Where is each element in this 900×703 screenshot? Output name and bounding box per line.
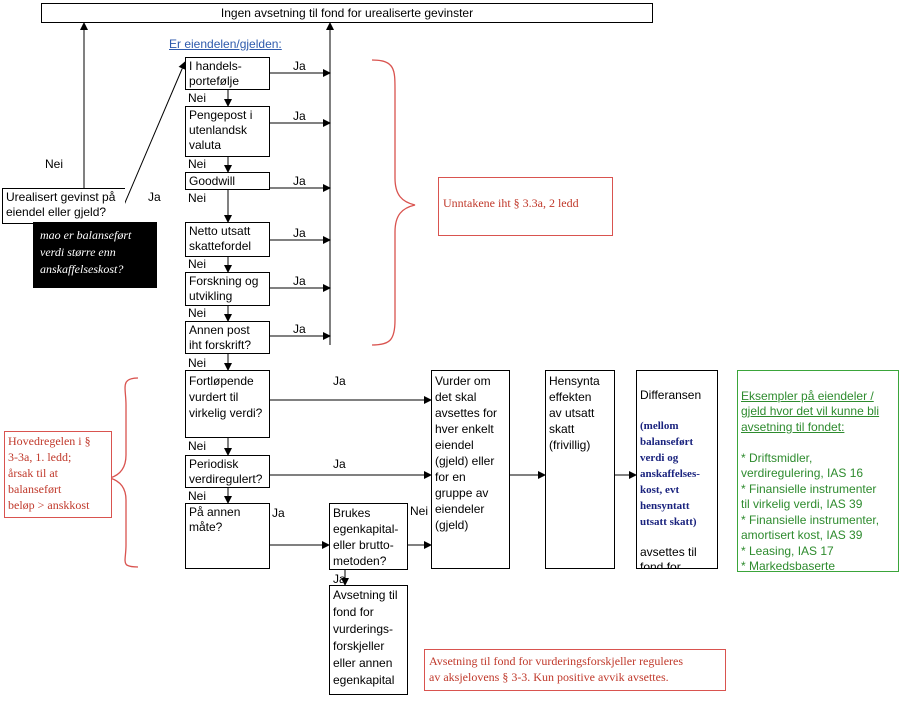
- nei-label: Nei: [188, 257, 207, 271]
- rule-fair-value: Fortløpende vurdert til virkelig verdi?: [185, 370, 270, 438]
- start-question-box: Urealisert gevinst på eiendel eller gjel…: [2, 188, 125, 224]
- exception-goodwill: Goodwill: [185, 172, 270, 190]
- rule-other-way: På annen måte?: [185, 503, 270, 569]
- rule-nei-label: Nei: [188, 489, 207, 503]
- difference-box: Differansen (mellom balanseført verdi og…: [636, 370, 718, 569]
- difference-heading: Differansen: [640, 388, 702, 402]
- nei-label: Nei: [188, 91, 207, 105]
- examples-list: * Driftsmidler, verdiregulering, IAS 16 …: [741, 450, 880, 572]
- assess-box: Vurder om det skal avsettes for hver enk…: [431, 370, 510, 569]
- nei-label: Nei: [188, 191, 207, 205]
- main-rule-brace: [107, 377, 139, 568]
- ja-label: Ja: [293, 322, 306, 336]
- exception-trading-portfolio: I handels- portefølje: [185, 57, 270, 90]
- difference-highlight: (mellom balanseført verdi og anskaffelse…: [640, 420, 700, 528]
- note-box: mao er balanseført verdi større enn ansk…: [33, 222, 157, 288]
- examples-heading: Eksempler på eiendeler / gjeld hvor det …: [741, 388, 880, 434]
- nei-label: Nei: [188, 356, 207, 370]
- rule-ja-label: Ja: [272, 506, 285, 520]
- arrow-start-ja: [123, 61, 186, 206]
- method-ja-label: Ja: [333, 572, 346, 586]
- exception-deferred-tax: Netto utsatt skattefordel: [185, 222, 270, 257]
- exception-foreign-currency: Pengepost i utenlandsk valuta: [185, 106, 270, 157]
- exception-note: Unntakene iht § 3.3a, 2 ledd: [438, 177, 613, 236]
- rule-ja-label: Ja: [333, 457, 346, 471]
- ja-label: Ja: [293, 109, 306, 123]
- exceptions-brace: [371, 59, 416, 346]
- rule-nei-label: Nei: [188, 439, 207, 453]
- start-nei-label: Nei: [45, 157, 64, 171]
- ja-label: Ja: [293, 274, 306, 288]
- nei-label: Nei: [188, 157, 207, 171]
- exception-other-post: Annen post iht forskrift?: [185, 321, 270, 354]
- no-provision-box: Ingen avsetning til fond for urealiserte…: [41, 3, 653, 23]
- method-nei-label: Nei: [410, 504, 429, 518]
- deferred-tax-box: Hensynta effekten av utsatt skatt (frivi…: [545, 370, 615, 569]
- nei-label: Nei: [188, 306, 207, 320]
- main-rule-note: Hovedregelen i § 3-3a, 1. ledd; årsak ti…: [4, 431, 112, 518]
- method-box: Brukes egenkapital- eller brutto- metode…: [329, 503, 408, 570]
- rule-periodic: Periodisk verdiregulert?: [185, 455, 270, 488]
- equity-provision-box: Avsetning til fond for vurderings- forsk…: [329, 585, 408, 695]
- start-ja-label: Ja: [148, 190, 161, 204]
- bottom-note: Avsetning til fond for vurderingsforskje…: [424, 649, 726, 691]
- examples-box: Eksempler på eiendeler / gjeld hvor det …: [737, 370, 899, 572]
- rule-ja-label: Ja: [333, 374, 346, 388]
- ja-label: Ja: [293, 174, 306, 188]
- ja-label: Ja: [293, 59, 306, 73]
- ja-label: Ja: [293, 226, 306, 240]
- question-header: Er eiendelen/gjelden:: [169, 37, 282, 51]
- exception-research: Forskning og utvikling: [185, 272, 270, 306]
- difference-tail: avsettes til fond for urealiserte gevins…: [640, 545, 697, 569]
